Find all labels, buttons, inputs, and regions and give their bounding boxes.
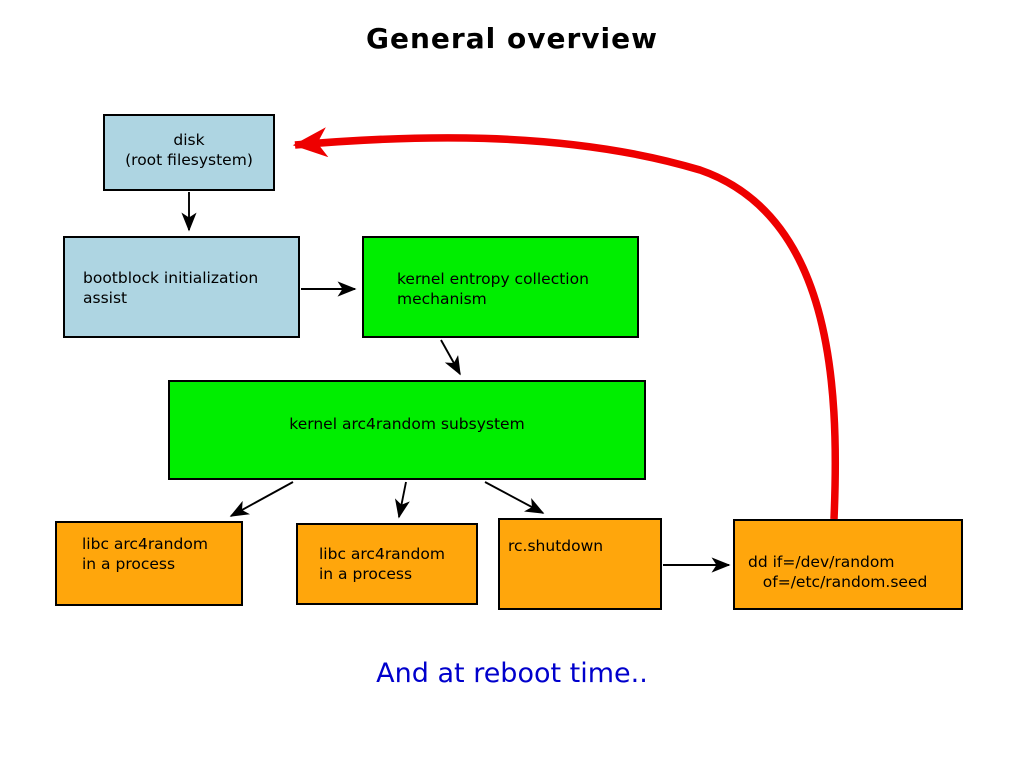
node-bootblock-initialization-assist[interactable]: bootblock initialization assist [63,236,300,338]
node-libc-arc4random-process-2[interactable]: libc arc4random in a process [296,523,478,605]
node-entropy-label: kernel entropy collection mechanism [397,270,589,308]
node-disk-label: disk (root filesystem) [125,131,253,169]
node-dd-random-seed[interactable]: dd if=/dev/random of=/etc/random.seed [733,519,963,610]
edge-arc4-to-libc2 [394,481,410,519]
node-rc-shutdown[interactable]: rc.shutdown [498,518,662,610]
edge-arc4-to-libc1 [229,481,294,517]
node-libc2-label: libc arc4random in a process [319,545,445,583]
node-libc-arc4random-process-1[interactable]: libc arc4random in a process [55,521,243,606]
edge-arc4-to-rcshutdown [484,481,545,514]
node-kernel-arc4random-subsystem[interactable]: kernel arc4random subsystem [168,380,646,480]
node-disk[interactable]: disk (root filesystem) [103,114,275,191]
slide-caption: And at reboot time.. [376,658,648,689]
edge-entropy-to-arc4 [440,339,461,376]
node-arc4-label: kernel arc4random subsystem [289,415,525,433]
page-title: General overview [366,22,658,55]
node-bootblock-label: bootblock initialization assist [83,269,259,307]
node-dd-label: dd if=/dev/random of=/etc/random.seed [748,553,928,591]
node-kernel-entropy-collection-mechanism[interactable]: kernel entropy collection mechanism [362,236,639,338]
node-libc1-label: libc arc4random in a process [82,535,208,573]
node-rcshutdown-label: rc.shutdown [508,537,604,555]
